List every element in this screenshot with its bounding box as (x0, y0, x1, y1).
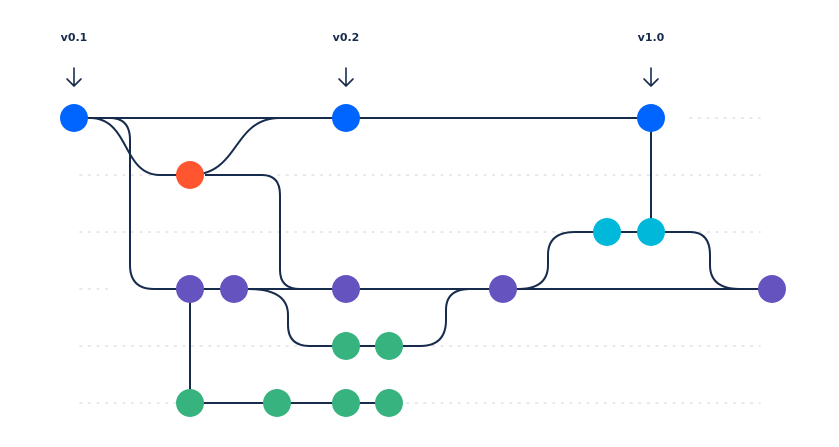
lane-guides (79, 117, 761, 404)
commit-nodes (60, 104, 786, 417)
commit-feature-b-2 (263, 389, 291, 417)
edge-main-to-develop (109, 117, 772, 290)
down-arrow-icon (643, 67, 659, 87)
branch-edges (74, 117, 772, 404)
commit-develop-1 (176, 275, 204, 303)
down-arrow-icon (338, 67, 354, 87)
commit-hotfix-1 (176, 161, 204, 189)
edge-hotfix-to-develop (205, 174, 345, 290)
tag-v0-1: v0.1 (61, 31, 88, 87)
commit-main-1 (60, 104, 88, 132)
down-arrow-icon (66, 67, 82, 87)
commit-develop-2 (220, 275, 248, 303)
edge-develop-to-release (517, 231, 741, 290)
commit-release-1 (593, 218, 621, 246)
edge-hotfix-to-main (189, 117, 281, 176)
commit-release-2 (637, 218, 665, 246)
tag-v1-0: v1.0 (638, 31, 665, 87)
commit-develop-4 (489, 275, 517, 303)
commit-feature-a-1 (332, 332, 360, 360)
commit-feature-a-2 (375, 332, 403, 360)
tag-v0-2: v0.2 (333, 31, 360, 87)
commit-main-3 (637, 104, 665, 132)
tag-label: v0.1 (61, 31, 88, 44)
commit-feature-b-3 (332, 389, 360, 417)
commit-develop-5 (758, 275, 786, 303)
tag-label: v0.2 (333, 31, 360, 44)
commit-feature-b-4 (375, 389, 403, 417)
commit-feature-b-1 (176, 389, 204, 417)
edge-main-to-hotfix (89, 117, 190, 176)
edge-develop-to-feature-a (247, 288, 471, 347)
version-tags: v0.1 v0.2 v1.0 (61, 31, 665, 87)
commit-main-2 (332, 104, 360, 132)
tag-label: v1.0 (638, 31, 665, 44)
commit-develop-3 (332, 275, 360, 303)
